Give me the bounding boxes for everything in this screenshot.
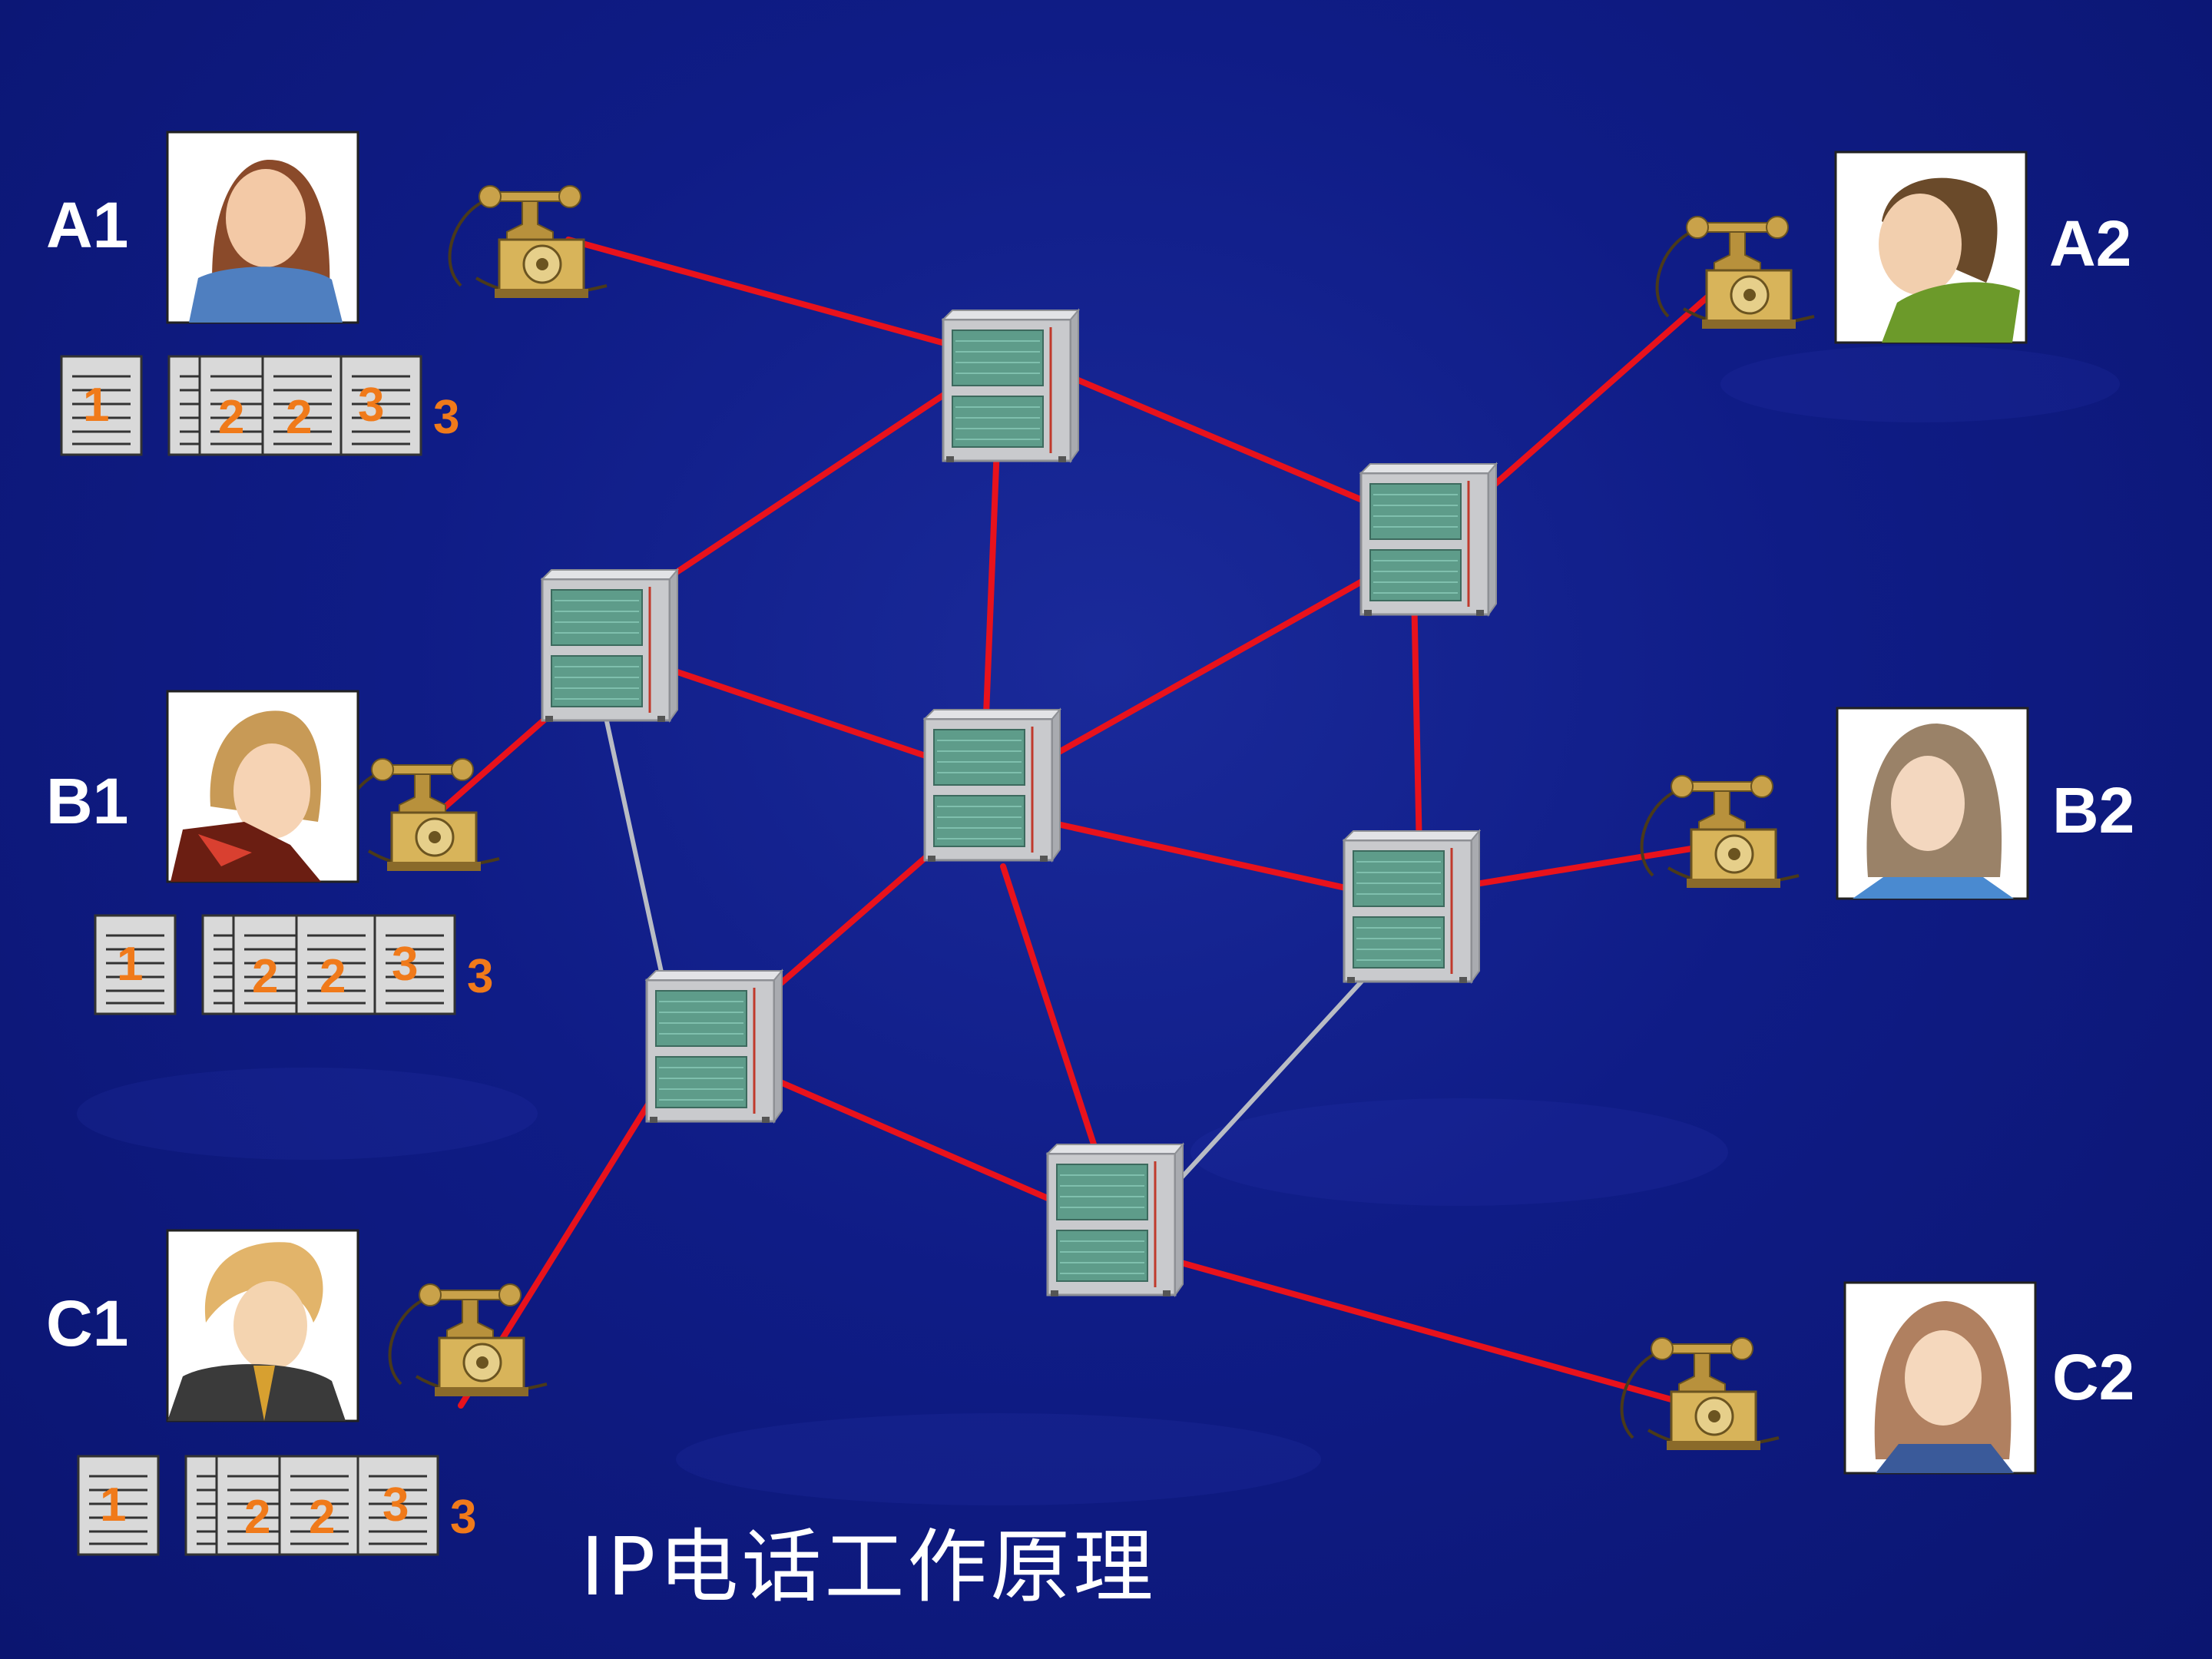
router-cabinet-icon (1359, 462, 1498, 618)
person-avatar-icon (166, 1229, 359, 1422)
router-cabinet-icon (942, 309, 1080, 464)
packet-number: 3 (358, 379, 384, 432)
packet-number: 2 (244, 1491, 270, 1544)
router-cabinet-icon (541, 568, 679, 724)
user-label-A1: A1 (46, 189, 128, 261)
packet-number: 3 (433, 391, 459, 444)
antique-telephone-icon (1655, 215, 1816, 330)
person-avatar-icon (1843, 1281, 2037, 1475)
person-avatar-icon (1836, 707, 2029, 900)
router-cabinet-icon (645, 969, 783, 1124)
user-label-C2: C2 (2052, 1341, 2134, 1413)
background-texture (77, 346, 2120, 1505)
packet-number: 2 (286, 391, 312, 444)
link-r4-r5 (995, 808, 1390, 900)
packet-number: 2 (309, 1491, 335, 1544)
user-labels: A1 B1 C1 A2 B2 C2 (46, 189, 2134, 1413)
packet-number: 2 (252, 950, 278, 1003)
packet-row-A1: 1 2 2 3 3 (60, 355, 459, 456)
link-r1-r4 (982, 406, 1002, 756)
packet-number: 3 (450, 1491, 476, 1544)
user-label-B2: B2 (2052, 774, 2134, 846)
person-avatar-icon (166, 690, 359, 883)
packet-number: 1 (100, 1479, 126, 1532)
link-r7-phoneC2 (1123, 1244, 1685, 1406)
packet-row-B1: 1 2 2 3 3 (94, 914, 493, 1015)
antique-telephone-icon (1640, 774, 1800, 889)
antique-telephone-icon (448, 184, 608, 300)
avatars (166, 131, 2037, 1475)
user-label-C1: C1 (46, 1287, 128, 1359)
packet-number: 2 (320, 950, 346, 1003)
idle-link (603, 712, 664, 978)
person-avatar-icon (1834, 151, 2028, 344)
router-cabinet-icon (1046, 1143, 1184, 1298)
packet-row-C1: 1 2 2 3 3 (77, 1455, 476, 1556)
link-r2-r4 (1014, 547, 1421, 779)
packet-number: 1 (83, 379, 109, 432)
packet-number: 3 (382, 1479, 409, 1532)
idle-link (1176, 973, 1369, 1184)
packet-number: 3 (467, 950, 493, 1003)
user-label-A2: A2 (2049, 207, 2131, 280)
link-phoneA1-r1 (565, 237, 995, 359)
packet-number: 2 (218, 391, 244, 444)
packet-number: 3 (392, 938, 418, 991)
packet-number: 1 (117, 938, 143, 991)
idle-links (603, 712, 1369, 1184)
router-cabinet-icon (1343, 830, 1481, 985)
antique-telephone-icon (340, 757, 501, 873)
person-avatar-icon (166, 131, 359, 324)
router-cabinet-icon (923, 708, 1061, 863)
user-label-B1: B1 (46, 765, 128, 837)
diagram-title: IP电话工作原理 (581, 1520, 1156, 1614)
